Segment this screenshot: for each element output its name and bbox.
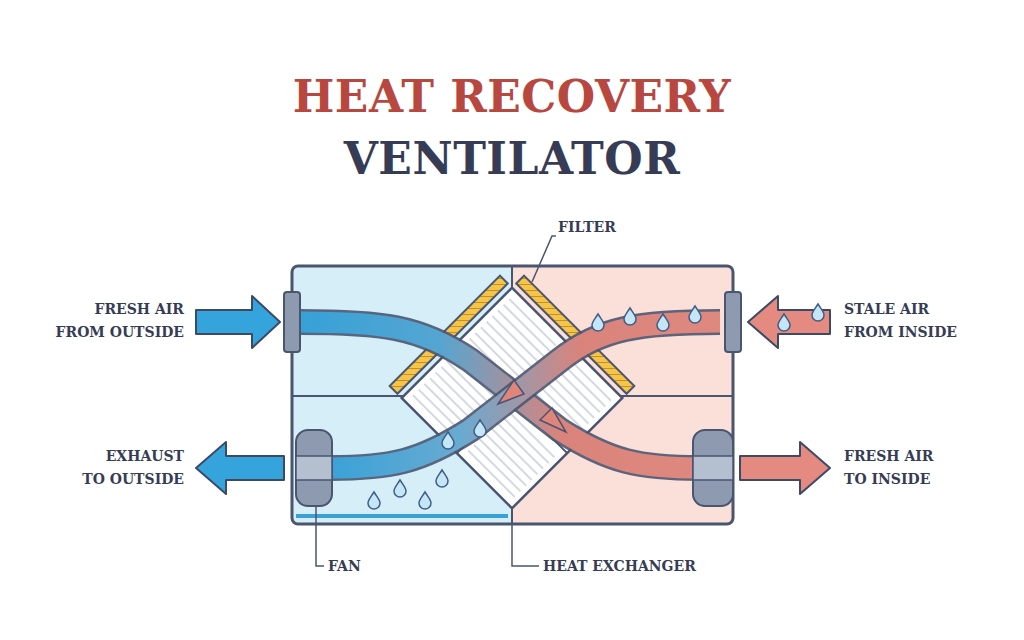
flow-label: FRESH AIR FROM OUTSIDE (22, 298, 184, 344)
part-label: FAN (328, 555, 408, 578)
part-label: FILTER (558, 216, 678, 239)
flow-label: EXHAUST TO OUTSIDE (22, 445, 184, 491)
diagram-title: HEAT RECOVERY VENTILATOR (242, 66, 782, 190)
part-label: HEAT EXCHANGER (543, 555, 763, 578)
flow-label: FRESH AIR TO INSIDE (844, 445, 1014, 491)
flow-label: STALE AIR FROM INSIDE (844, 298, 1014, 344)
